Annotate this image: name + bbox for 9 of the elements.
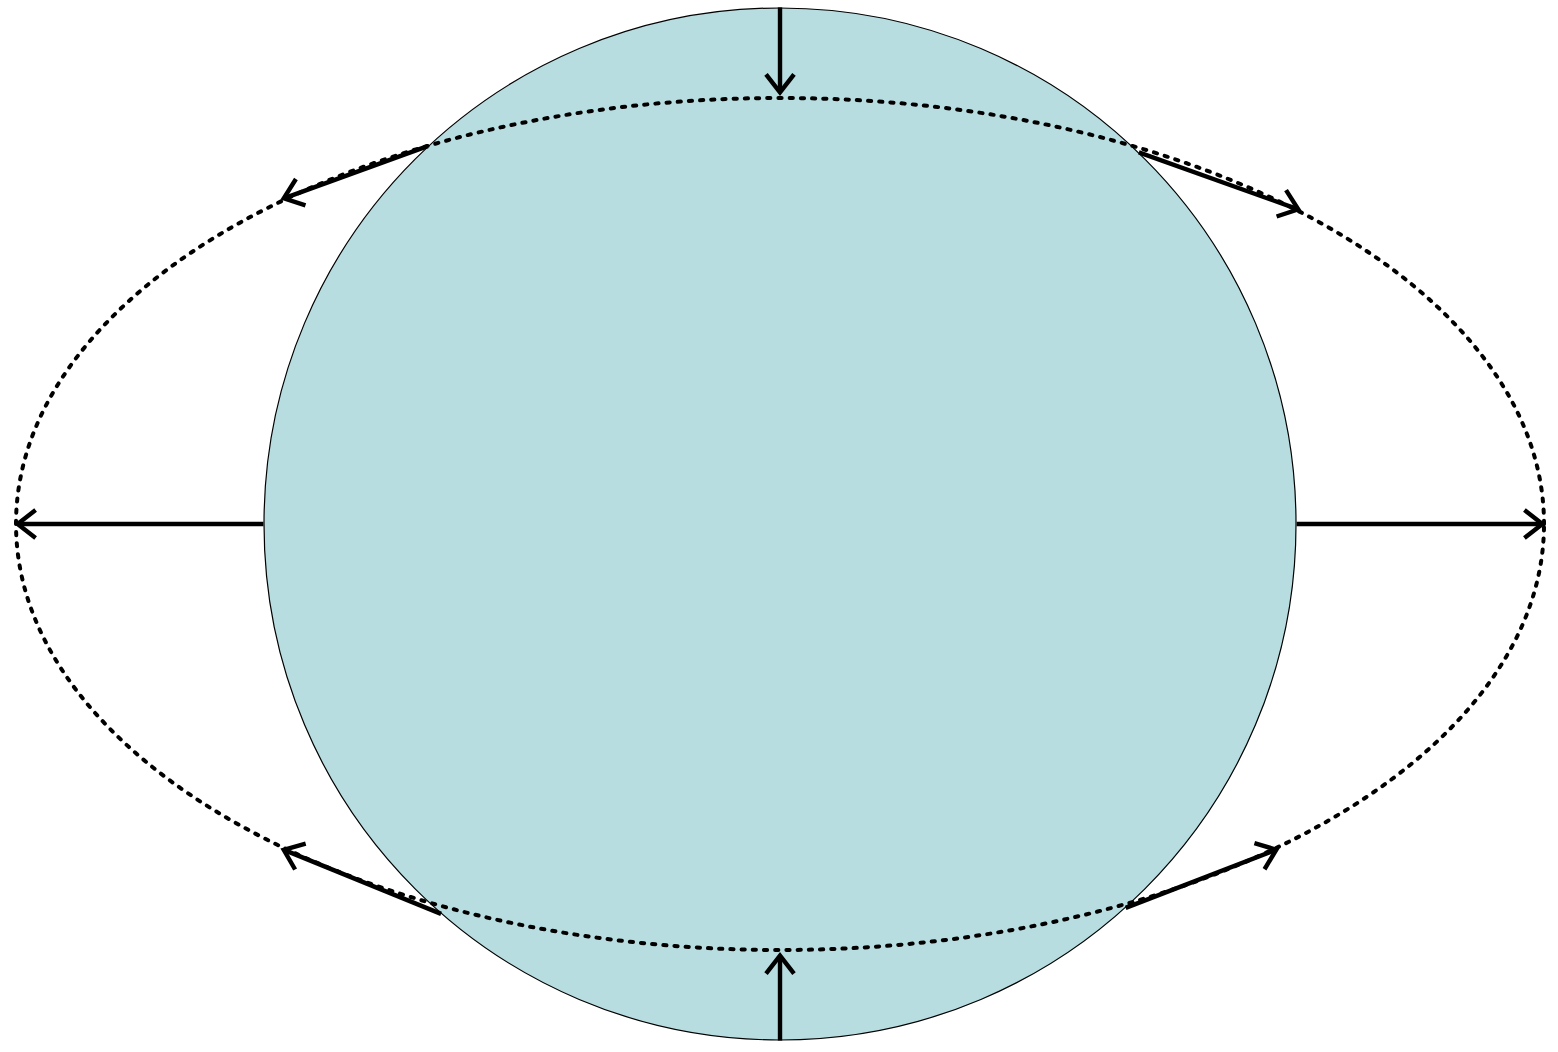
arrow [764,7,796,96]
arrow [280,841,442,916]
arrow [14,508,264,540]
arrow [280,144,429,208]
arrow [764,952,796,1041]
arrow [1296,508,1546,540]
dotted-ellipse [14,96,1546,952]
circle-shape [263,7,1297,1041]
arrow [1124,841,1280,910]
